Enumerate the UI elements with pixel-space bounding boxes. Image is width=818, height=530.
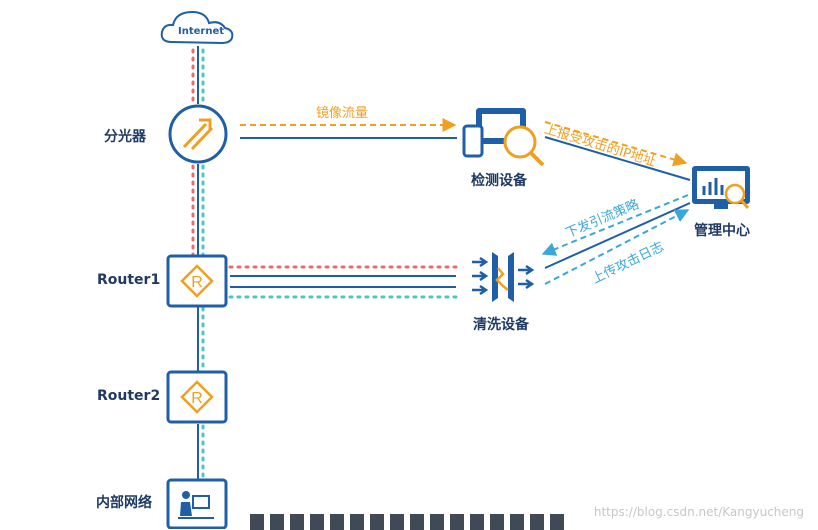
router2-to-intranet-link [197,424,205,482]
manager-to-cleaner-line [544,202,691,269]
router1-icon: R [166,254,228,308]
router1-label: Router1 [97,272,161,288]
detector-to-manager-line [544,136,691,181]
router1-to-router2-link [197,306,205,374]
svg-text:R: R [191,274,203,291]
splitter-icon [168,104,228,164]
splitter-label: 分光器 [104,129,146,145]
intranet-icon [166,478,228,529]
detector-label: 检测设备 [471,173,527,189]
internet-label: Internet [178,26,225,37]
router2-icon: R [166,370,228,424]
report-ip-arrow [544,121,688,167]
intranet-label: 内部网络 [96,495,152,511]
internet-to-splitter-link [191,46,205,106]
svg-text:R: R [191,390,203,407]
manager-icon [692,166,750,209]
detector-icon [462,108,545,167]
manager-label: 管理中心 [694,223,750,239]
watermark-text: https://blog.csdn.net/Kangyucheng [593,505,804,519]
splitter-to-router1-link [191,164,205,258]
mirror-traffic-label: 镜像流量 [316,106,369,121]
cleaner-label: 清洗设备 [473,317,529,333]
router2-label: Router2 [97,388,161,404]
policy-arrow [541,194,689,256]
cropped-caption [250,514,630,530]
cleaner-icon [472,252,535,302]
internet-cloud-icon [160,10,234,45]
upload-log-arrow [544,209,690,285]
router1-to-cleaner-link [228,265,458,299]
